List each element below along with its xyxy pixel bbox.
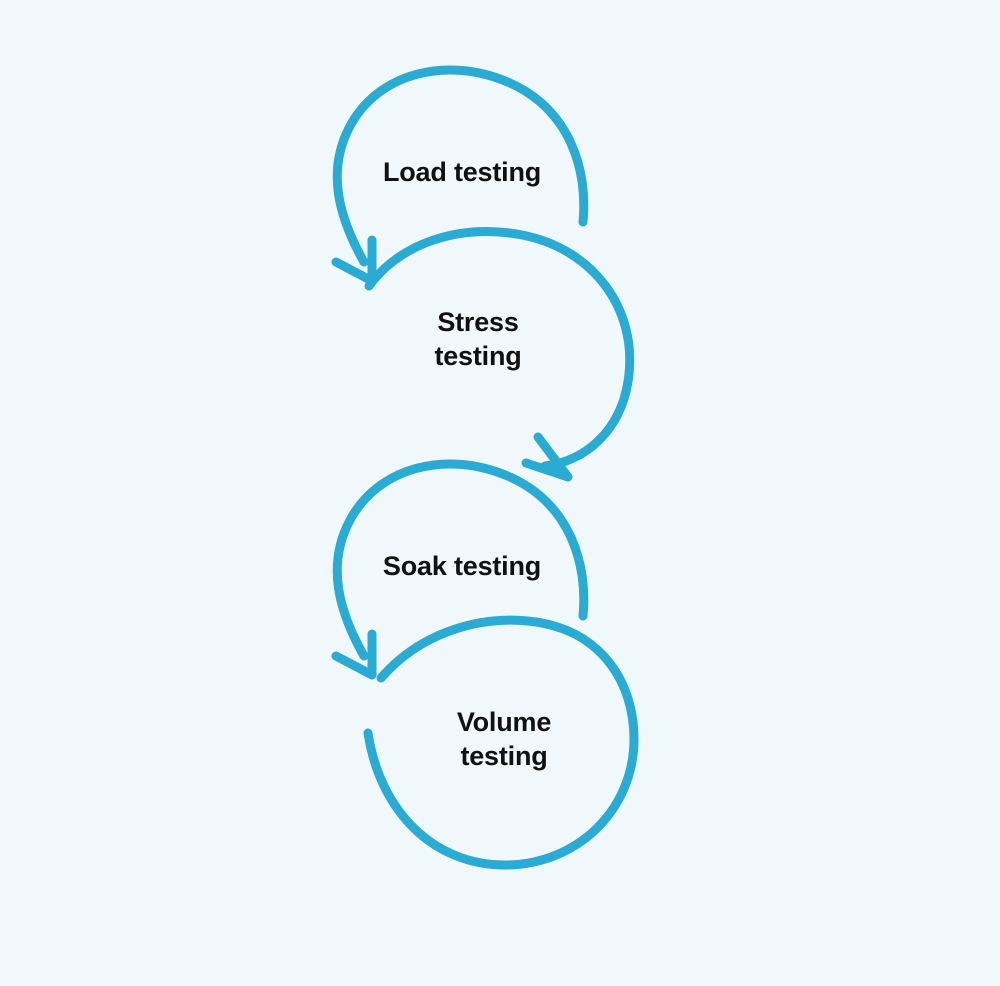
stress-testing-arc: [364, 227, 635, 471]
volume-testing-arc: [363, 615, 639, 870]
soak-to-volume-arrowhead: [331, 629, 377, 680]
stress-to-soak-arrowhead: [521, 432, 573, 482]
stress-testing-arc-group: [364, 227, 635, 482]
volume-testing-arc-group: [363, 615, 639, 870]
soak-testing-arc-group: [331, 459, 589, 680]
step-label-load-testing: Load testing: [382, 157, 542, 187]
step-label-soak-testing: Soak testing: [382, 551, 542, 581]
soak-testing-arc: [332, 459, 589, 661]
step-label-stress-testing: Stress testing: [434, 307, 522, 371]
step-label-volume-testing: Volume testing: [456, 707, 552, 771]
load-testing-arc: [332, 65, 589, 267]
